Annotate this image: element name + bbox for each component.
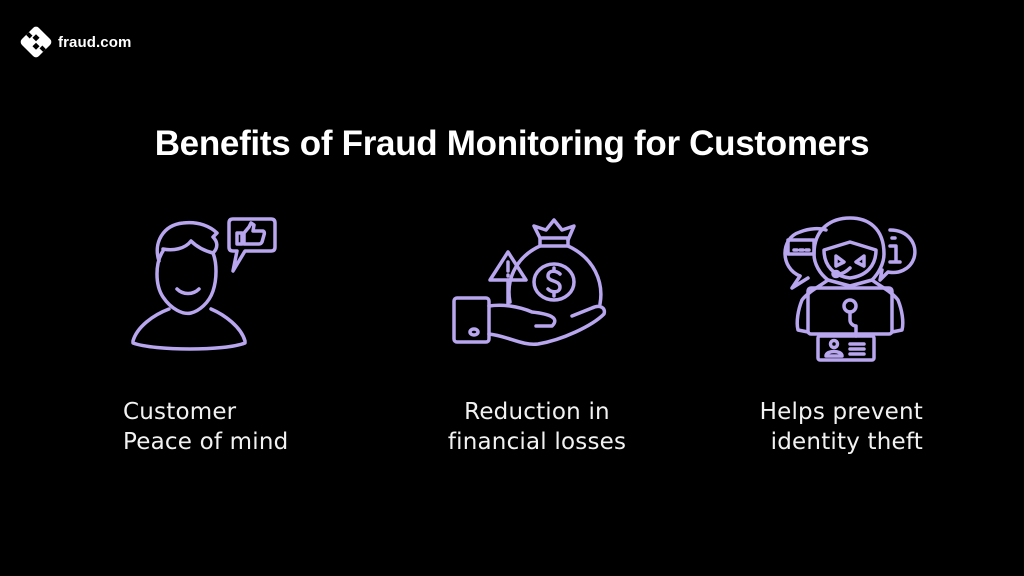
benefit-caption-line: Peace of mind bbox=[123, 429, 289, 455]
benefit-caption-line: Helps prevent bbox=[759, 399, 923, 425]
brand-logo[interactable]: fraud.com bbox=[20, 25, 131, 59]
fraud-com-logo-icon bbox=[20, 25, 52, 59]
customer-thumbs-up-icon bbox=[125, 213, 280, 353]
hacker-identity-theft-icon bbox=[780, 214, 920, 364]
page-title: Benefits of Fraud Monitoring for Custome… bbox=[154, 124, 870, 163]
money-bag-hand-warning-icon bbox=[452, 218, 612, 352]
benefit-caption-line: Customer bbox=[123, 399, 237, 425]
benefit-caption-2: Reduction in financial losses bbox=[431, 397, 643, 457]
benefit-caption-3: Helps prevent identity theft bbox=[740, 397, 923, 457]
benefit-caption-line: identity theft bbox=[770, 429, 923, 455]
brand-name: fraud.com bbox=[58, 33, 132, 51]
benefit-caption-1: Customer Peace of mind bbox=[123, 397, 288, 457]
benefit-caption-line: financial losses bbox=[447, 429, 627, 455]
benefit-caption-line: Reduction in bbox=[464, 399, 610, 425]
